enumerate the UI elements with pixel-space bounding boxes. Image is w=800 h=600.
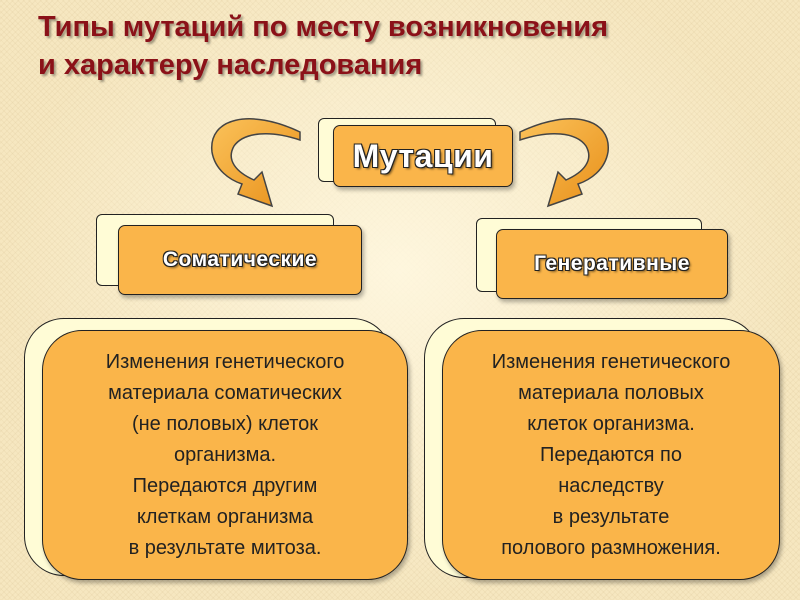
generative-description-box: Изменения генетического материала половы… — [442, 330, 780, 580]
somatic-desc-line: материала соматических — [108, 381, 342, 404]
somatic-desc-line: Изменения генетического — [105, 350, 345, 373]
right-curved-arrow-icon — [519, 118, 609, 208]
generative-desc-line: Изменения генетического — [491, 350, 731, 373]
generative-desc-line: Передаются по — [540, 443, 682, 466]
generative-desc-line: в результате — [552, 505, 670, 528]
title-line-1: Типы мутаций по месту возникновения — [38, 11, 609, 43]
title-line-2: и характеру наследования — [38, 49, 423, 81]
page-title: Типы мутаций по месту возникновения и ха… — [38, 8, 758, 84]
somatic-desc-line: Передаются другим — [132, 474, 318, 497]
somatic-desc-line: клеткам организма — [136, 505, 314, 528]
generative-desc-line: клеток организма. — [527, 412, 695, 435]
somatic-description: Изменения генетического материала сомати… — [106, 347, 345, 564]
somatic-desc-line: организма. — [173, 443, 277, 466]
somatic-label: Соматические — [162, 248, 318, 271]
root-box: Мутации — [333, 125, 513, 187]
somatic-description-box: Изменения генетического материала сомати… — [42, 330, 408, 580]
generative-desc-line: полового размножения. — [501, 536, 721, 559]
somatic-box: Соматические — [118, 225, 362, 295]
generative-desc-line: наследству — [558, 474, 664, 497]
somatic-desc-line: (не половых) клеток — [131, 412, 319, 435]
root-label: Мутации — [352, 137, 494, 174]
generative-desc-line: материала половых — [518, 381, 704, 404]
generative-box: Генеративные — [496, 229, 728, 299]
generative-label: Генеративные — [534, 252, 690, 275]
left-curved-arrow-icon — [211, 118, 301, 208]
generative-description: Изменения генетического материала половы… — [492, 347, 731, 564]
somatic-desc-line: в результате митоза. — [128, 536, 322, 559]
